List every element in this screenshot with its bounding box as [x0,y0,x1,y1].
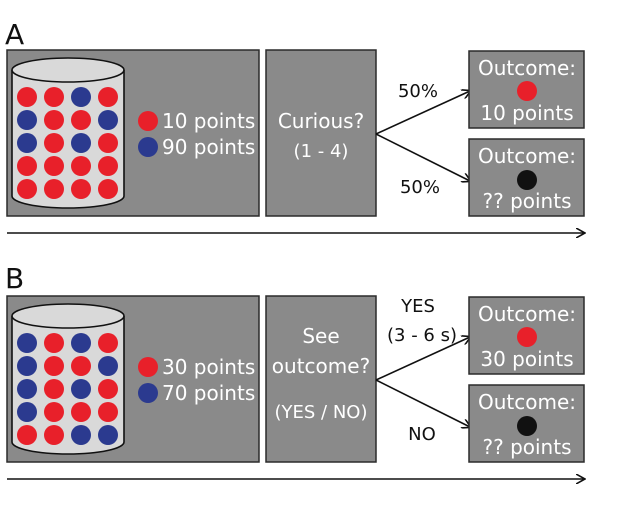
jar-ball [71,402,91,422]
jar-ball [71,87,91,107]
panel-a: A 10 points 90 points Curious? (1 - 4) 5… [5,18,584,233]
legend-red-label: 30 points [162,355,255,379]
question-box [265,295,377,463]
jar-ball [44,379,64,399]
question-line-1: See [302,324,339,348]
outcome-top-dot [517,81,537,101]
branch-arrow-bottom [375,133,470,181]
question-line-2: (1 - 4) [294,141,349,162]
outcome-top-points: 30 points [480,347,573,371]
jar-ball [98,133,118,153]
jar-ball [17,179,37,199]
legend-red-dot [138,111,158,131]
branch-arrow-top [375,91,470,135]
jar-ball [44,133,64,153]
branch-top-label: YES [400,296,435,317]
jar-ball [17,425,37,445]
outcome-top-title: Outcome: [478,56,576,80]
jar-ball [17,379,37,399]
jar-ball [71,333,91,353]
jar [11,303,125,455]
jar-ball [17,356,37,376]
outcome-bottom-points: ?? points [482,435,571,459]
jar-ball [98,156,118,176]
outcome-bottom-title: Outcome: [478,144,576,168]
jar-balls [17,333,118,445]
outcome-bottom-dot [517,416,537,436]
jar-ball [71,356,91,376]
question-line-1: Curious? [278,109,364,133]
jar-ball [98,402,118,422]
jar-ball [17,402,37,422]
jar-ball [98,110,118,130]
panel-b: B 30 points 70 points See outcome? (YES … [5,262,584,479]
jar-ball [17,156,37,176]
question-line-3: (YES / NO) [275,402,368,423]
outcome-bottom-points: ?? points [482,189,571,213]
question-line-2: outcome? [272,354,370,378]
legend: 30 points 70 points [138,355,255,405]
question-box [265,49,377,217]
jar-ball [17,87,37,107]
outcome-bottom-dot [517,170,537,190]
jar-ball [98,87,118,107]
jar-ball [71,133,91,153]
jar-ball [98,333,118,353]
jar-body [11,316,125,455]
jar-ball [17,133,37,153]
jar-rim [11,57,125,83]
jar-ball [17,333,37,353]
jar-rim [11,303,125,329]
jar-ball [44,179,64,199]
branch-top-label: 50% [398,81,438,102]
jar-balls [17,87,118,199]
jar-ball [71,179,91,199]
panel-letter: B [5,262,24,295]
legend-blue-dot [138,383,158,403]
jar-ball [44,402,64,422]
outcome-top-dot [517,327,537,347]
jar-ball [98,179,118,199]
jar-ball [44,87,64,107]
jar [11,57,125,209]
branch-bottom-label: 50% [400,177,440,198]
jar-ball [44,333,64,353]
jar-ball [71,110,91,130]
branch-bottom-label: NO [408,424,436,445]
jar-ball [71,425,91,445]
legend-blue-dot [138,137,158,157]
legend-blue-label: 90 points [162,135,255,159]
jar-ball [44,356,64,376]
branch-top-sublabel: (3 - 6 s) [387,325,457,346]
jar-ball [71,156,91,176]
legend: 10 points 90 points [138,109,255,159]
jar-ball [44,156,64,176]
jar-body [11,70,125,209]
jar-ball [98,425,118,445]
branch-arrow-bottom [375,379,470,427]
jar-ball [98,356,118,376]
outcome-bottom-title: Outcome: [478,390,576,414]
jar-ball [17,110,37,130]
legend-red-label: 10 points [162,109,255,133]
jar-ball [71,379,91,399]
jar-ball [98,379,118,399]
branch-arrow-top [375,337,470,381]
panel-letter: A [5,18,24,51]
outcome-top-title: Outcome: [478,302,576,326]
jar-ball [44,110,64,130]
legend-blue-label: 70 points [162,381,255,405]
legend-red-dot [138,357,158,377]
jar-ball [44,425,64,445]
outcome-top-points: 10 points [480,101,573,125]
